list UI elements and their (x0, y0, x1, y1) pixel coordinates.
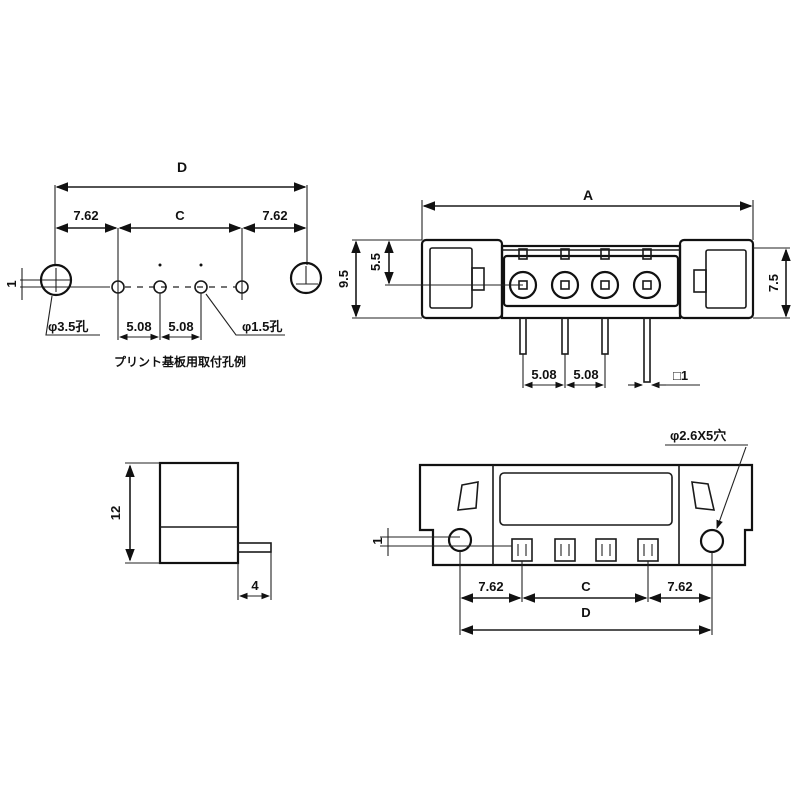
mount-hole-right (289, 261, 323, 295)
dim-c-label: C (175, 208, 185, 223)
front-view: A 9.5 5.5 (336, 187, 791, 389)
mount-hole-left (39, 263, 73, 297)
mount-hole-right (699, 528, 725, 554)
pcb-caption: プリント基板用取付孔例 (114, 354, 246, 369)
pin-hole-4 (235, 280, 249, 294)
pitch-2-label: 5.08 (168, 319, 193, 334)
dim-a-label: A (583, 187, 593, 203)
dim-d-label: D (177, 159, 187, 175)
bottom-right-offset-label: 7.62 (667, 579, 692, 594)
front-pitch-1-label: 5.08 (531, 367, 556, 382)
dim-left-offset-label: 7.62 (73, 208, 98, 223)
front-pitch-2-label: 5.08 (573, 367, 598, 382)
side-pin-length-label: 4 (251, 578, 259, 593)
bottom-offset-label: 1 (370, 537, 385, 544)
pin-hole-label: φ1.5孔 (242, 319, 282, 334)
side-view: 12 4 (108, 461, 272, 600)
mount-hole-left (447, 527, 473, 553)
dim-pin-height-label: 5.5 (368, 253, 383, 271)
dim-right-height-label: 7.5 (766, 274, 781, 292)
pin-size-label: □1 (673, 368, 688, 383)
bottom-left-offset-label: 7.62 (478, 579, 503, 594)
side-height-label: 12 (108, 506, 123, 520)
mount-hole-label: φ3.5孔 (48, 319, 88, 334)
bottom-hole-label: φ2.6X5穴 (670, 428, 726, 443)
bottom-view: 1 φ2.6X5穴 7.62 C 7.62 D (370, 428, 754, 635)
dim-height-label: 9.5 (336, 270, 351, 288)
bottom-d-label: D (581, 605, 590, 620)
pitch-1-label: 5.08 (126, 319, 151, 334)
bottom-c-label: C (581, 579, 591, 594)
dim-right-offset-label: 7.62 (262, 208, 287, 223)
offset-1-label: 1 (4, 280, 19, 287)
pcb-hole-layout-view: D 7.62 C 7.62 1 5.08 (4, 159, 323, 369)
